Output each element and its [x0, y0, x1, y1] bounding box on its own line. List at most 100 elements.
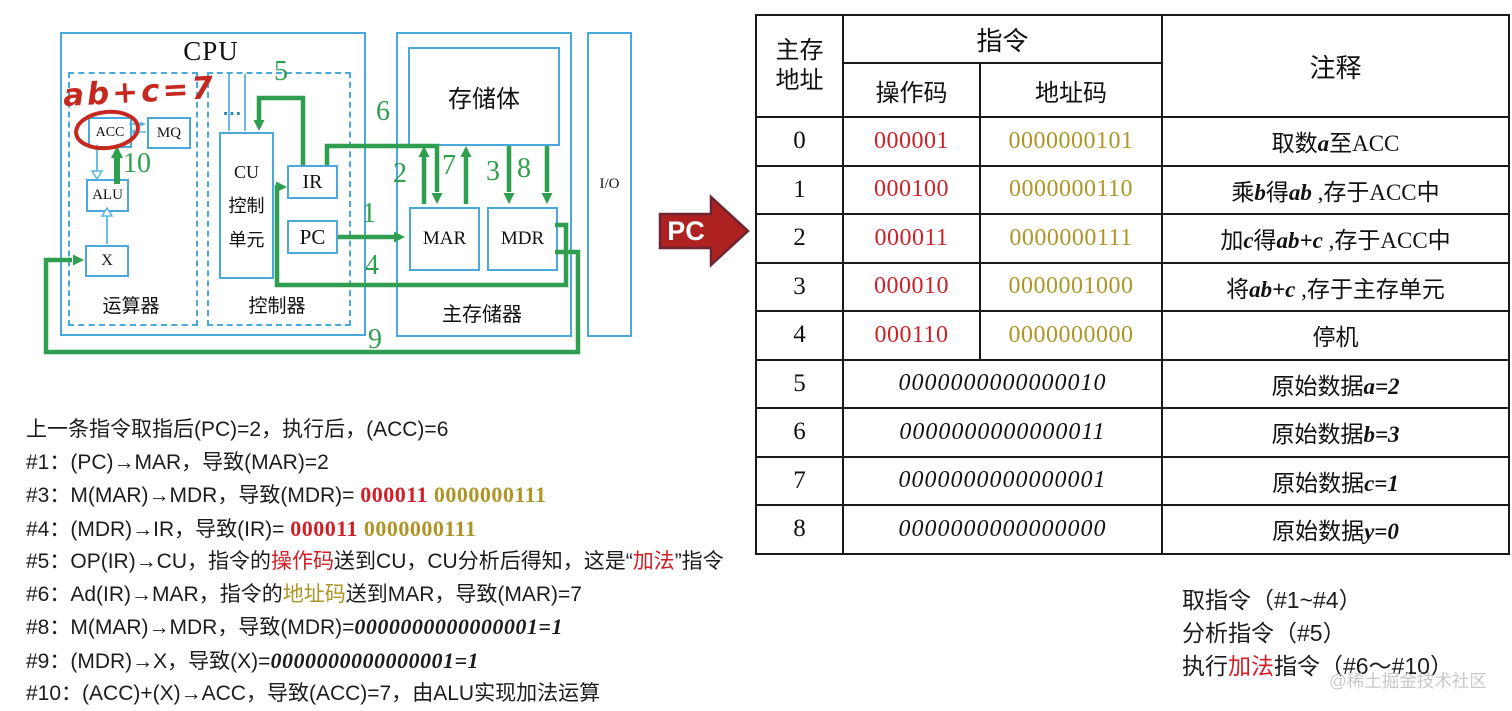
phase-note-1: 分析指令（#5）	[1182, 617, 1453, 650]
text-segment: 指令（#6～#10）	[1274, 653, 1453, 679]
address-code-cell: 0000000111	[979, 213, 1163, 264]
address-code-cell: 0000000000	[979, 310, 1163, 361]
path-4-mdr-to-ir	[274, 184, 569, 288]
acc-highlight-circle	[74, 109, 140, 151]
opcode-cell: 000010	[842, 261, 981, 312]
acc-label: ACC	[95, 124, 125, 140]
step-line-2: #3：M(MAR)→MDR，导致(MDR)= 000011 0000000111	[26, 479, 724, 513]
arrowhead-6	[431, 193, 443, 204]
arrowhead-5	[253, 120, 265, 131]
text-segment: #8：M(MAR)→MDR，导致(MDR)=	[26, 616, 355, 639]
mar-register: MAR	[409, 207, 480, 271]
cpu-box	[60, 32, 366, 336]
text-segment: 加	[1220, 228, 1244, 254]
arrow-number-10: 10	[123, 148, 151, 179]
text-segment: 停机	[1312, 325, 1359, 351]
arrowhead-10	[111, 146, 123, 158]
text-segment: 0000000111	[363, 515, 477, 541]
text-segment: a	[1317, 131, 1330, 157]
text-segment: ab+c	[1249, 276, 1296, 302]
text-segment: 0000000000000001=1	[354, 614, 563, 639]
address-code-cell: 0000000101	[979, 116, 1163, 167]
text-segment: 取数	[1271, 131, 1318, 157]
text-segment: y=0	[1364, 519, 1399, 545]
watermark: @稀土掘金技术社区	[1329, 671, 1487, 691]
alu-group-label: 运算器	[102, 296, 160, 317]
text-segment: 乘	[1231, 179, 1255, 205]
text-segment: b	[1254, 179, 1266, 205]
addr-cell: 7	[755, 455, 844, 506]
x-label: X	[101, 252, 113, 269]
path-6-ir-to-mar	[324, 143, 440, 192]
data-word-cell: 0000000000000011	[842, 407, 1163, 458]
step-line-6: #8：M(MAR)→MDR，导致(MDR)=0000000000000001=1	[26, 611, 724, 645]
x-to-alu-arrowhead	[100, 206, 114, 217]
cu-line-1: CU	[233, 161, 259, 182]
text-segment: c=1	[1364, 470, 1399, 496]
ir-register: IR	[287, 165, 338, 199]
comment-cell: 原始数据b=3	[1161, 407, 1510, 458]
header-row-1: 主存 地址 指令 注释	[755, 14, 1510, 118]
arrow-number-6: 6	[376, 96, 390, 127]
arrow-number-3: 3	[486, 156, 500, 187]
step-line-3: #4：(MDR)→IR，导致(IR)= 000011 0000000111	[26, 513, 724, 547]
data-word-cell: 0000000000000001	[842, 455, 1163, 506]
addr-cell: 2	[755, 213, 844, 264]
text-segment: 上一条指令取指后(PC)=2，执行后，(ACC)=6	[26, 418, 449, 441]
text-segment: 加法	[632, 550, 675, 573]
main-memory-label: 主存储器	[442, 304, 522, 326]
ir-label: IR	[302, 170, 323, 193]
acc-to-alu-arrowhead	[90, 170, 104, 181]
text-segment: 得	[1265, 179, 1289, 205]
opcode-cell: 000100	[842, 164, 981, 215]
opcode-cell: 000011	[842, 213, 981, 264]
addr-cell: 5	[755, 358, 844, 409]
address-code-cell: 0000001000	[979, 261, 1163, 312]
arrow-number-2: 2	[393, 158, 407, 189]
text-segment: #6：Ad(IR)→MAR，指令的	[26, 582, 283, 606]
step-line-0: 上一条指令取指后(PC)=2，执行后，(ACC)=6	[26, 414, 724, 447]
header-opcode: 操作码	[842, 62, 981, 118]
comment-cell: 原始数据a=2	[1161, 358, 1510, 409]
storage-body-label: 存储体	[448, 87, 520, 113]
text-segment: 送到MAR，导致(MAR)=7	[345, 582, 582, 606]
text-segment: #3：M(MAR)→MDR，导致(MDR)=	[26, 484, 361, 507]
step-list: 上一条指令取指后(PC)=2，执行后，(ACC)=6#1：(PC)→MAR，导致…	[26, 414, 724, 711]
cu-input-lines	[228, 74, 246, 131]
mq-register: MQ	[147, 117, 191, 149]
text-segment: a=2	[1363, 373, 1400, 399]
addr-cell: 3	[755, 261, 844, 312]
text-segment: 至ACC	[1329, 131, 1400, 157]
comment-cell: 停机	[1161, 310, 1510, 361]
comment-cell: 原始数据y=0	[1161, 504, 1510, 555]
text-segment: #5：OP(IR)→CU，指令的	[26, 550, 272, 573]
opcode-cell: 000110	[842, 310, 981, 361]
comment-cell: 加c得ab+c ,存于ACC中	[1161, 213, 1510, 264]
alu-group-box	[68, 72, 198, 326]
control-group-label: 控制器	[248, 296, 306, 317]
text-segment: 加法	[1228, 653, 1274, 679]
arrow-number-1: 1	[362, 198, 376, 229]
text-segment: 送到CU，CU分析后得知，这是“	[334, 550, 633, 573]
memory-table-head: 主存 地址 指令 注释 操作码 地址码	[755, 14, 1510, 118]
text-segment: ab+c	[1276, 228, 1323, 254]
addr-cell: 4	[755, 310, 844, 361]
x-register: X	[85, 245, 129, 277]
header-row-2: 操作码 地址码	[756, 62, 1509, 118]
header-addr-line1: 主存	[775, 38, 824, 64]
header-instruction: 指令	[842, 14, 1163, 64]
text-segment: 地址码	[282, 582, 346, 606]
comment-cell: 取数a至ACC	[1161, 116, 1510, 167]
text-segment: b=3	[1363, 422, 1400, 448]
main-memory-box	[396, 32, 572, 337]
text-segment: 0000000111	[433, 482, 547, 507]
text-segment: 原始数据	[1271, 422, 1364, 448]
arrow-number-4: 4	[365, 250, 379, 281]
mq-to-acc-arrowhead	[129, 129, 135, 135]
